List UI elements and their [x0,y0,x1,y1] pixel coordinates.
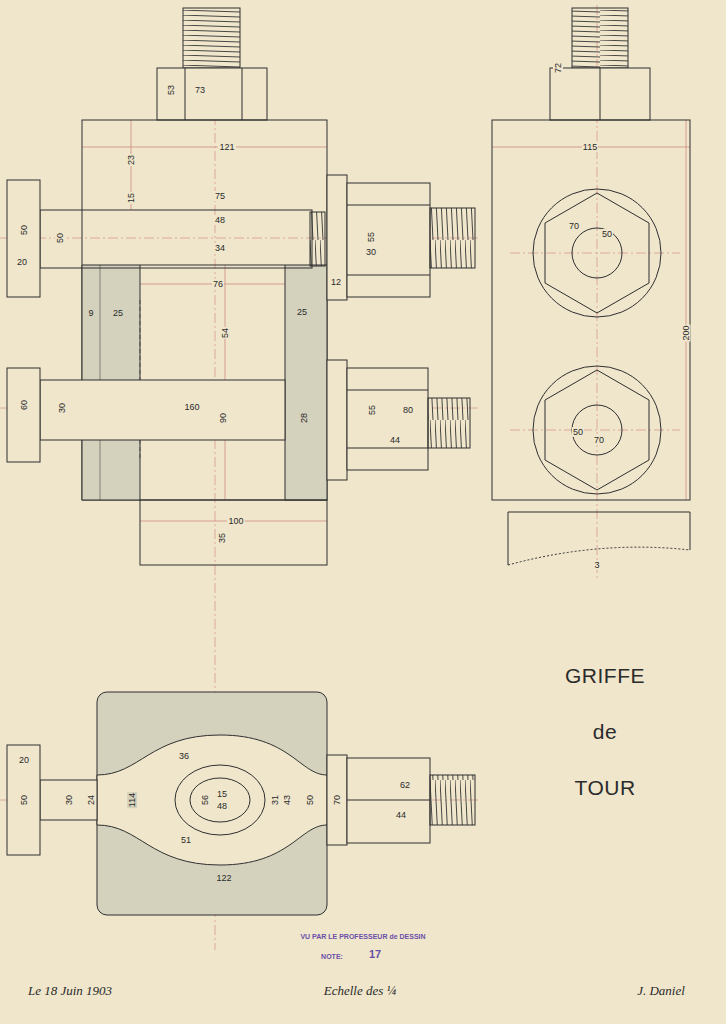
footer-note: Echelle des ¼ [323,983,398,998]
dimension-label: 3 [593,560,600,570]
dimension-label: 36 [178,751,190,761]
dimension-label: 28 [299,412,309,424]
dimension-label: 121 [218,142,235,152]
dimension-label: 30 [57,402,67,414]
dimension-label: 70 [568,221,580,231]
drawing-title: GRIFFE de TOUR [565,648,645,816]
dimension-label: 51 [180,835,192,845]
dimension-label: 53 [166,84,176,96]
dimension-label: 76 [212,279,224,289]
dimension-label: 43 [282,794,292,806]
dimension-label: 80 [402,405,414,415]
dimension-label: 54 [220,327,230,339]
footer-note: Le 18 Juin 1903 [27,983,113,998]
dimension-label: 31 [270,794,280,806]
dimension-label: 50 [55,232,65,244]
dimension-label: 20 [18,755,30,765]
footer-note: J. Daniel [636,983,686,998]
dimension-label: 30 [365,247,377,257]
dimension-label: 50 [601,229,613,239]
dimension-label: 30 [64,794,74,806]
dimension-label: 73 [194,85,206,95]
dimension-label: 60 [19,399,29,411]
dimension-label: 90 [218,412,228,424]
dimension-label: 50 [19,224,29,236]
dimension-label: 44 [389,435,401,445]
dimension-label: 70 [332,794,342,806]
dimension-label: 114 [127,792,137,808]
dimension-label: 62 [399,780,411,790]
dimension-label: 23 [126,154,136,166]
dimension-label: 50 [572,427,584,437]
dimension-label: 50 [19,794,29,806]
dimension-label: 200 [681,324,691,341]
dimension-label: 70 [593,435,605,445]
dimension-label: 25 [112,308,124,318]
dimension-label: 44 [395,810,407,820]
dimension-label: 15 [126,192,136,204]
dimension-label: 55 [366,231,376,243]
dimension-label: 122 [215,873,232,883]
dimension-label: 72 [553,62,563,74]
dimension-label: 56 [200,794,210,806]
dimension-label: 24 [86,794,96,806]
stamp-text: VU PAR LE PROFESSEUR de DESSIN [299,932,426,942]
dimension-label: 100 [227,516,244,526]
dimension-label: 48 [214,215,226,225]
dimension-label: 15 [216,789,228,799]
stamp-text: NOTE: [320,952,344,962]
dimension-label: 50 [305,794,315,806]
dimension-label: 115 [582,142,598,152]
dimension-label: 75 [214,191,226,201]
dimension-label: 20 [16,257,28,267]
dimension-label: 9 [87,308,94,318]
dimension-label: 12 [330,277,342,287]
dimension-label: 35 [217,532,227,544]
dimension-label: 48 [216,801,228,811]
dimension-label: 25 [296,307,308,317]
stamp-text: 17 [368,949,382,959]
dimension-label: 34 [214,243,226,253]
dimension-label: 55 [367,404,377,416]
dimension-label: 160 [183,402,200,412]
